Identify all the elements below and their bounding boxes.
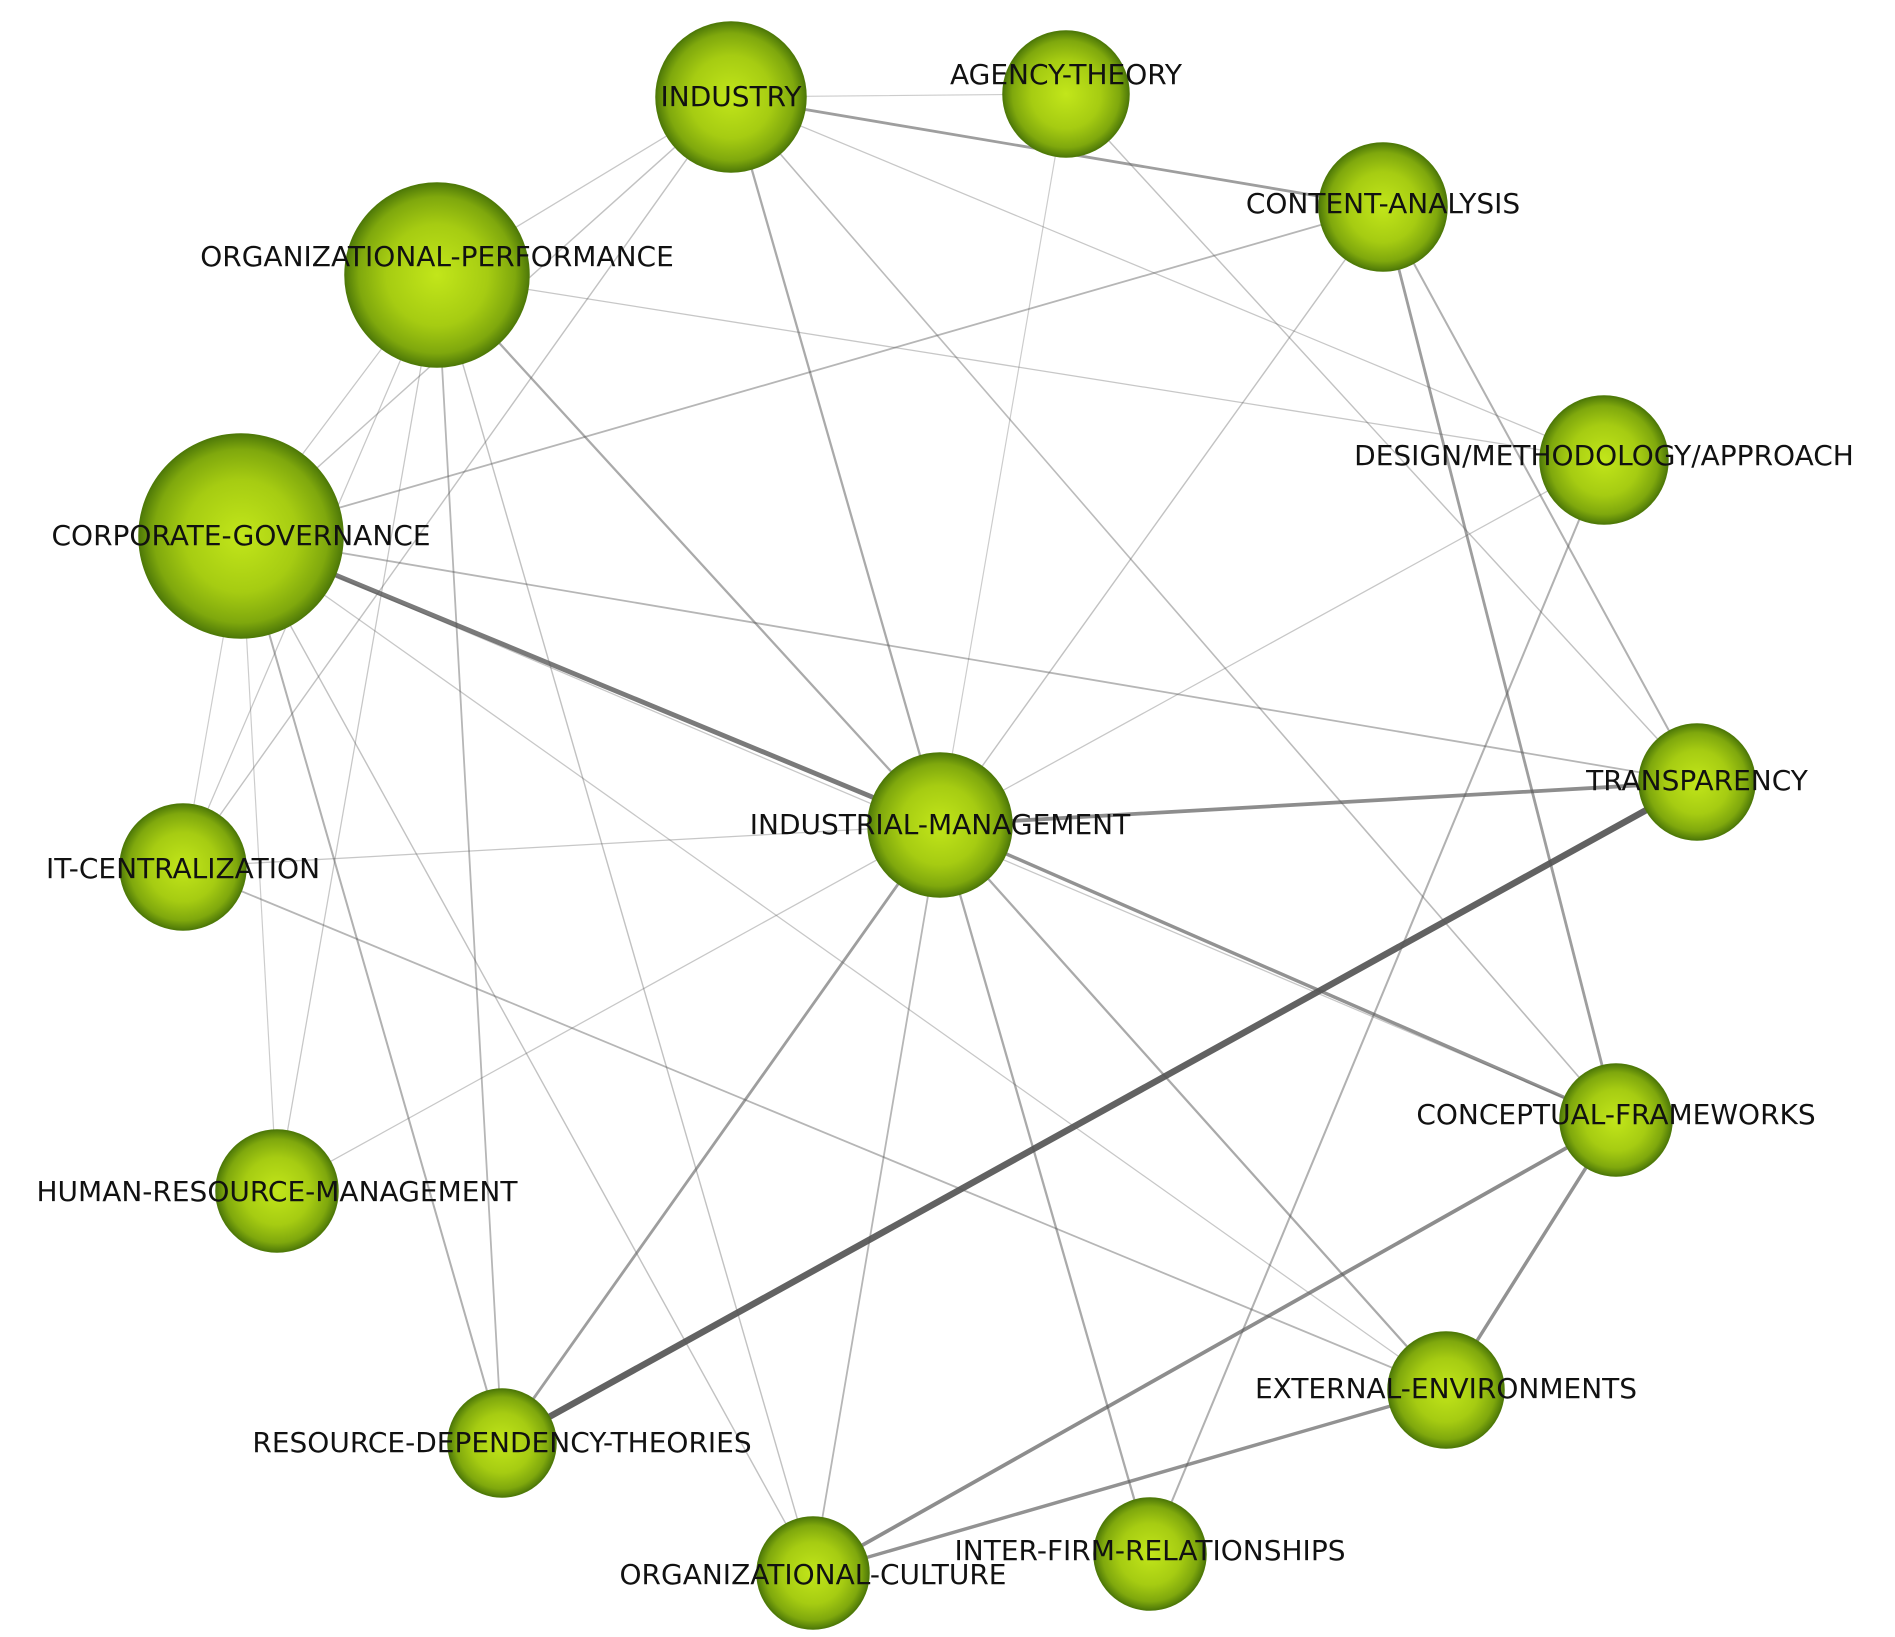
node-conceptual-frameworks[interactable] <box>1559 1063 1673 1177</box>
node-external-environments[interactable] <box>1387 1331 1505 1449</box>
edge-industrial_management-transparency <box>938 780 1699 827</box>
edge-industrial_management-inter_firm_relationships <box>938 823 1152 1556</box>
node-label-content-analysis: CONTENT-ANALYSIS <box>1246 187 1520 220</box>
node-label-corporate-governance: CORPORATE-GOVERNANCE <box>51 519 430 552</box>
edge-content_analysis-transparency <box>1381 205 1699 784</box>
labels-layer: INDUSTRY AGENCY-THEORY CONTENT-ANALYSIS ORG… <box>37 58 1854 1591</box>
node-label-external-environments: EXTERNAL-ENVIRONMENTS <box>1255 1372 1637 1405</box>
edge-design_methodology_approach-industrial_management <box>939 459 1605 826</box>
node-label-it-centralization: IT-CENTRALIZATION <box>46 852 320 885</box>
edge-industrial_management-it_centralization <box>182 824 941 868</box>
edge-organizational_performance-resource_dependency_theories <box>436 274 503 1444</box>
node-industrial-management[interactable] <box>867 752 1013 898</box>
node-transparency[interactable] <box>1638 723 1756 841</box>
node-label-industrial-management: INDUSTRIAL-MANAGEMENT <box>750 808 1131 841</box>
edge-agency_theory-industrial_management <box>939 93 1067 826</box>
edge-design_methodology_approach-inter_firm_relationships <box>1148 458 1606 1556</box>
node-label-organizational-performance: ORGANIZATIONAL-PERFORMANCE <box>200 240 674 273</box>
edge-content_analysis-corporate_governance <box>240 206 1384 537</box>
node-content-analysis[interactable] <box>1318 142 1448 272</box>
edge-corporate_governance-resource_dependency_theories <box>239 534 504 1445</box>
edge-industrial_management-organizational_culture <box>812 824 941 1574</box>
node-label-transparency: TRANSPARENCY <box>1585 764 1809 797</box>
node-it-centralization[interactable] <box>119 803 247 931</box>
node-label-design-methodology-approach: DESIGN/METHODOLOGY/APPROACH <box>1354 439 1854 472</box>
node-corporate-governance[interactable] <box>138 433 344 639</box>
node-agency-theory[interactable] <box>1002 30 1130 158</box>
edge-content_analysis-industrial_management <box>939 206 1384 826</box>
edge-industrial_management-human_resource_management <box>276 824 941 1192</box>
edge-it_centralization-external_environments <box>182 866 1447 1391</box>
edge-industrial_management-external_environments <box>938 823 1448 1392</box>
node-label-industry: INDUSTRY <box>661 80 803 113</box>
node-label-conceptual-frameworks: CONCEPTUAL-FRAMEWORKS <box>1416 1098 1815 1131</box>
node-human-resource-management[interactable] <box>215 1129 339 1253</box>
edge-industrial_management-conceptual_frameworks <box>938 823 1618 1122</box>
edge-industry-design_methodology_approach <box>730 96 1605 461</box>
edges-layer <box>182 93 1701 1575</box>
edge-industrial_management-resource_dependency_theories <box>500 823 942 1445</box>
node-organizational-culture[interactable] <box>756 1516 870 1630</box>
node-label-human-resource-management: HUMAN-RESOURCE-MANAGEMENT <box>37 1175 519 1208</box>
edge-organizational_performance-industrial_management <box>435 273 942 827</box>
node-industry[interactable] <box>655 21 807 173</box>
edge-corporate_governance-organizational_culture <box>240 535 814 1574</box>
node-label-inter-firm-relationships: INTER-FIRM-RELATIONSHIPS <box>955 1534 1346 1567</box>
edge-industry-conceptual_frameworks <box>730 96 1617 1121</box>
node-resource-dependency-theories[interactable] <box>447 1388 557 1498</box>
nodes-layer <box>119 21 1756 1630</box>
edge-corporate_governance-industrial_management <box>238 533 943 828</box>
node-label-agency-theory: AGENCY-THEORY <box>950 58 1183 91</box>
node-inter-firm-relationships[interactable] <box>1093 1497 1207 1611</box>
edge-industry-it_centralization <box>182 96 732 868</box>
edge-transparency-resource_dependency_theories <box>498 778 1701 1447</box>
edge-industry-industrial_management <box>729 95 942 827</box>
edge-content_analysis-conceptual_frameworks <box>1381 205 1618 1122</box>
edge-corporate_governance-human_resource_management <box>240 535 278 1192</box>
edge-conceptual_frameworks-organizational_culture <box>811 1118 1618 1575</box>
edge-external_environments-organizational_culture <box>811 1388 1448 1575</box>
node-label-organizational-culture: ORGANIZATIONAL-CULTURE <box>620 1558 1007 1591</box>
node-label-resource-dependency-theories: RESOURCE-DEPENDENCY-THEORIES <box>252 1426 751 1459</box>
edge-organizational_performance-design_methodology_approach <box>436 274 1605 461</box>
edge-corporate_governance-transparency <box>240 535 1698 783</box>
edge-organizational_performance-human_resource_management <box>276 274 438 1192</box>
edge-organizational_performance-organizational_culture <box>436 274 814 1574</box>
node-organizational-performance[interactable] <box>344 182 530 368</box>
edge-agency_theory-transparency <box>1065 93 1698 783</box>
node-design-methodology-approach[interactable] <box>1539 395 1669 525</box>
